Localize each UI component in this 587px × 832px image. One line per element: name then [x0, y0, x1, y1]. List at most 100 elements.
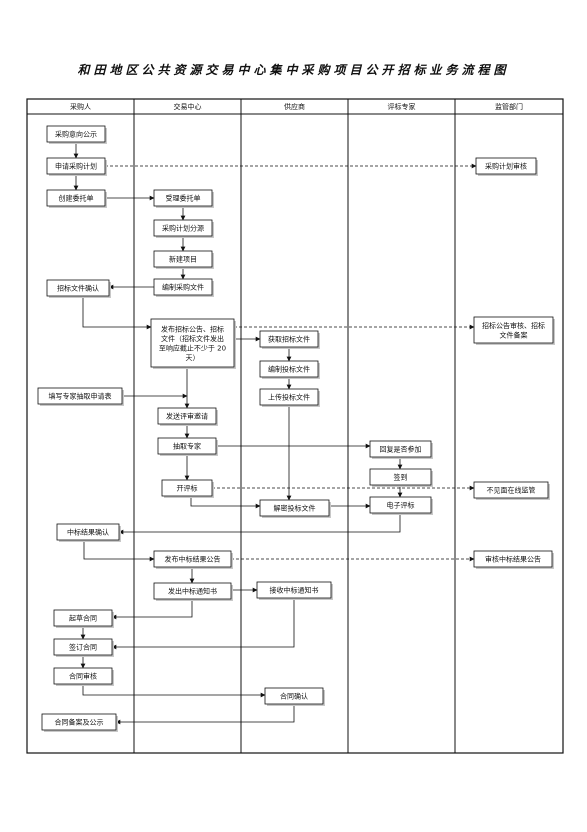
flow-node-n8: 编制采购文件	[153, 278, 214, 297]
flow-node-n16: 发送评审邀请	[157, 407, 218, 426]
flow-arrow	[111, 598, 295, 650]
flow-node-n18: 回复是否参加	[369, 440, 433, 459]
node-label: 申请采购计划	[55, 162, 97, 171]
node-label: 不见面在线监管	[487, 486, 536, 495]
flow-node-n21: 不见面在线监管	[473, 481, 550, 500]
node-box	[46, 189, 106, 207]
node-box	[153, 189, 213, 207]
flow-node-n1: 采购意向公示	[46, 125, 107, 144]
node-label: 审核中标结果公告	[485, 555, 541, 564]
node-label: 起草合同	[69, 614, 97, 623]
node-box	[150, 318, 235, 368]
flow-node-n3: 采购计划审核	[475, 157, 538, 176]
flow-node-n32: 合同确认	[264, 687, 325, 706]
node-label: 受理委托单	[166, 194, 201, 203]
node-label: 编制投标文件	[268, 365, 310, 374]
node-box	[153, 250, 213, 268]
node-box	[369, 440, 432, 458]
node-box	[53, 609, 113, 627]
node-box	[161, 479, 213, 497]
flow-node-n7: 新建项目	[153, 250, 214, 269]
node-label: 发布中标结果公告	[165, 555, 221, 564]
node-box	[157, 437, 217, 455]
node-box	[259, 388, 319, 406]
swimlane-header: 供应商	[284, 102, 305, 111]
diagram-title: 和田地区公共资源交易中心集中采购项目公开招标业务流程图	[77, 63, 510, 77]
node-box	[153, 278, 213, 296]
flow-node-n31: 合同审核	[53, 667, 114, 686]
node-label: 签到	[394, 473, 408, 482]
flow-arrow	[118, 513, 401, 535]
swimlane-frame	[26, 98, 564, 754]
node-box	[46, 157, 106, 175]
flow-node-n30: 签订合同	[53, 638, 114, 657]
node-box	[259, 360, 319, 378]
swimlane-header: 采购人	[70, 102, 91, 111]
flow-node-n17: 抽取专家	[157, 437, 218, 456]
swimlane-header: 交易中心	[174, 102, 202, 111]
node-box	[157, 407, 217, 425]
flow-arrow	[115, 704, 295, 725]
flow-node-n19: 签到	[369, 468, 433, 487]
node-label: 开评标	[177, 484, 198, 493]
node-label: 填写专家抽取申请表	[49, 392, 112, 401]
flow-arrow	[83, 540, 155, 562]
node-label: 合同审核	[69, 672, 97, 681]
node-label: 合同确认	[280, 692, 308, 701]
node-box	[153, 582, 232, 600]
node-box	[473, 550, 553, 568]
flow-node-n12: 获取招标文件	[259, 330, 320, 349]
flow-node-n27: 发出中标通知书	[153, 582, 233, 601]
node-label: 上传投标文件	[268, 393, 310, 402]
node-label: 文件（招标文件发出	[161, 334, 224, 343]
node-box	[41, 713, 117, 731]
node-box	[46, 279, 110, 297]
node-box	[369, 496, 432, 514]
node-box	[259, 330, 319, 348]
flow-node-n26: 审核中标结果公告	[473, 550, 554, 569]
node-label: 抽取专家	[173, 442, 201, 451]
flow-node-n28: 接收中标通知书	[256, 581, 333, 600]
swimlane-header: 评标专家	[388, 102, 416, 111]
node-label: 接收中标通知书	[270, 586, 319, 595]
node-box	[153, 550, 232, 568]
node-label: 招标公告审核、招标	[482, 321, 545, 330]
flow-node-n14: 填写专家抽取申请表	[37, 387, 124, 406]
node-label: 回复是否参加	[380, 445, 422, 454]
node-label: 创建委托单	[59, 194, 94, 203]
node-label: 文件备案	[500, 330, 528, 339]
flow-node-n24: 中标结果确认	[56, 523, 121, 542]
node-box	[46, 125, 106, 143]
node-label: 发出中标通知书	[168, 587, 217, 596]
flow-node-n22: 解密投标文件	[259, 499, 331, 518]
node-box	[473, 316, 554, 344]
flow-arrow	[111, 599, 193, 620]
flow-node-n2: 申请采购计划	[46, 157, 107, 176]
node-label: 获取招标文件	[268, 335, 310, 344]
flow-node-n25: 发布中标结果公告	[153, 550, 233, 569]
node-label: 采购计划分源	[162, 224, 204, 233]
node-box	[153, 219, 213, 237]
flow-node-n15: 上传投标文件	[259, 388, 320, 407]
node-box	[37, 387, 123, 405]
node-box	[53, 667, 113, 685]
flow-arrow	[82, 684, 266, 698]
node-label: 合同备案及公示	[55, 718, 104, 727]
node-box	[473, 481, 549, 499]
node-label: 解密投标文件	[274, 504, 316, 513]
node-label: 招标文件确认	[57, 284, 99, 293]
node-box	[256, 581, 332, 599]
flow-arrow	[82, 296, 152, 330]
node-box	[475, 157, 537, 175]
node-label: 至响应截止不少于 20	[159, 343, 226, 352]
flow-node-n29: 起草合同	[53, 609, 114, 628]
swimlane-header: 监管部门	[495, 102, 523, 111]
flow-node-n6: 采购计划分源	[153, 219, 214, 238]
node-box	[56, 523, 120, 541]
flow-node-n9: 招标文件确认	[46, 279, 111, 298]
node-label: 新建项目	[169, 255, 197, 264]
flow-node-n20: 开评标	[161, 479, 214, 498]
